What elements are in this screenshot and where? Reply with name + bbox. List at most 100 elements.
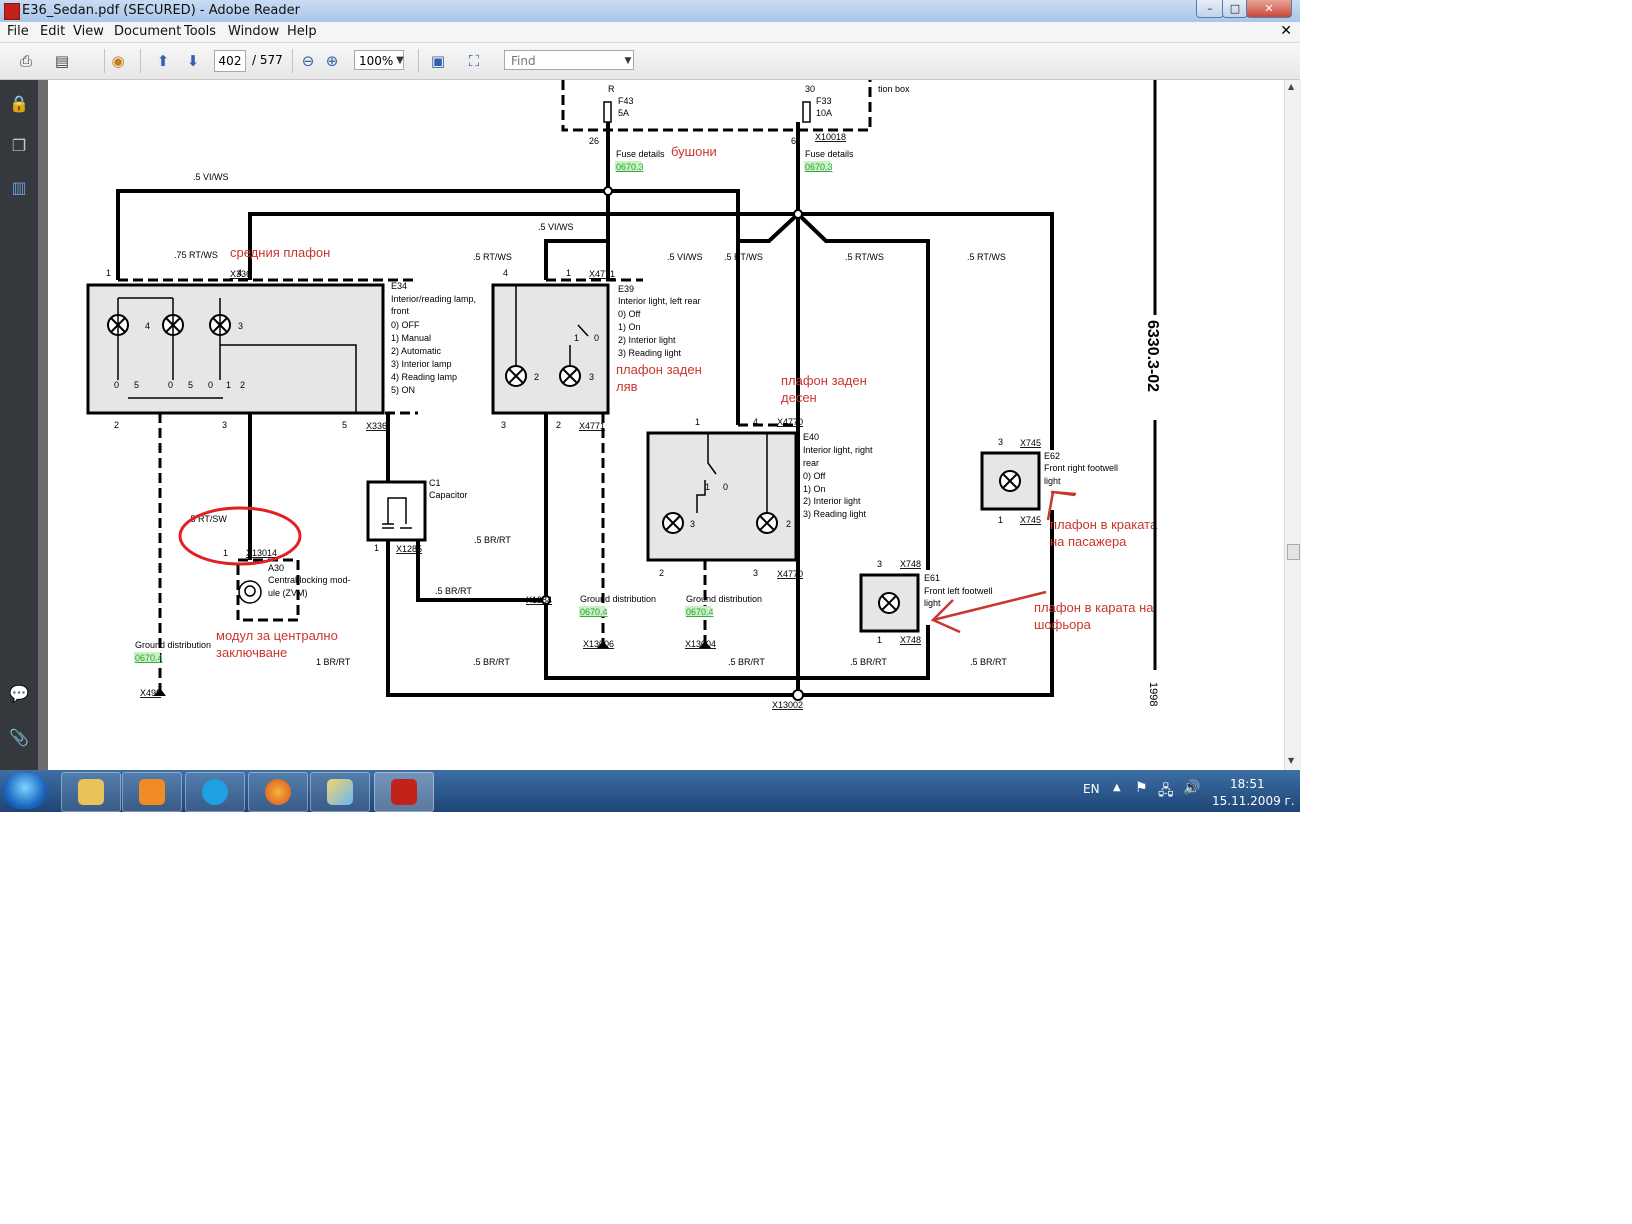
note-passenger-2: на пасажера (1050, 534, 1127, 549)
menu-document[interactable]: Document (114, 24, 182, 39)
menu-bar: File Edit View Document Tools Window Hel… (0, 22, 1300, 43)
note-locking-2: заключване (216, 645, 287, 660)
fit-width-icon[interactable]: ⛶ (468, 52, 480, 70)
bookmarks-icon[interactable]: ▥ (11, 178, 27, 197)
e40-pin3: 3 (753, 568, 758, 578)
e34-connector-bottom: X336 (366, 421, 387, 431)
e39-pin2: 2 (556, 420, 561, 430)
zoom-select[interactable]: 100% (354, 50, 404, 70)
next-page-icon[interactable]: ⬇ (186, 52, 200, 70)
maximize-button[interactable]: □ (1222, 0, 1248, 18)
e34-pin4: 4 (237, 268, 242, 278)
clock-time[interactable]: 18:51 (1230, 777, 1265, 791)
e62-desc1: Front right footwell (1044, 463, 1118, 473)
e34-lamp3-label: 3 (238, 321, 243, 331)
save-icon[interactable]: ▤ (54, 52, 70, 70)
start-button[interactable] (3, 773, 47, 809)
zoom-value: 100% (359, 54, 394, 68)
adobe-reader-window: E36_Sedan.pdf (SECURED) - Adobe Reader –… (0, 0, 1301, 812)
c1-connector: X1285 (396, 544, 422, 554)
vertical-scrollbar[interactable]: ▲ ▼ (1284, 80, 1301, 770)
menu-tools[interactable]: Tools (184, 24, 217, 39)
e62-name: E62 (1044, 451, 1060, 461)
previous-page-icon[interactable]: ⬆ (156, 52, 170, 70)
close-button[interactable]: ✕ (1246, 0, 1292, 18)
e39-connector: X4771 (589, 269, 615, 279)
note-middle: средния плафон (230, 245, 330, 260)
fuse2-rating: 10A (816, 108, 832, 118)
wire-br-rt-1: 1 BR/RT (316, 657, 351, 667)
close-document-button[interactable]: ✕ (1280, 23, 1292, 39)
note-right-rear-2: десен (781, 390, 817, 405)
wires (116, 122, 1054, 697)
e62-connector: X745 (1020, 438, 1041, 448)
menu-help[interactable]: Help (287, 24, 317, 39)
pages-icon[interactable]: ❐ (11, 136, 27, 155)
fuse2-details: Fuse details (805, 149, 854, 159)
language-indicator[interactable]: EN (1083, 782, 1100, 796)
e62-lamp (980, 451, 1041, 511)
pdf-page[interactable]: tion box R 30 F43 5A F33 10A 26 6 X10018… (48, 80, 1284, 770)
taskbar-skype[interactable] (185, 772, 245, 812)
fuse1-rating: 5A (618, 108, 629, 118)
e40-mode3: 3) Reading light (803, 509, 867, 519)
e34-sw-0a: 0 (114, 380, 119, 390)
taskbar-firefox[interactable] (248, 772, 308, 812)
taskbar-media-player[interactable] (122, 772, 182, 812)
toolbar-separator (292, 49, 293, 73)
taskbar-paint[interactable] (310, 772, 370, 812)
wire-br-rt-f: .5 BR/RT (970, 657, 1007, 667)
menu-file[interactable]: File (7, 24, 29, 39)
taskbar-explorer[interactable] (61, 772, 121, 812)
attachments-icon[interactable]: 📎 (9, 728, 29, 747)
c1-name: C1 (429, 478, 441, 488)
zoom-in-icon[interactable]: ⊕ (325, 52, 339, 70)
comments-icon[interactable]: 💬 (9, 684, 29, 703)
e39-pin4: 4 (503, 268, 508, 278)
zoom-out-icon[interactable]: ⊖ (301, 52, 315, 70)
action-center-flag-icon[interactable]: ⚑ (1135, 780, 1148, 796)
scroll-down-icon[interactable]: ▼ (1288, 756, 1295, 765)
e40-connector: X4770 (777, 417, 803, 427)
fuse2-pin-top: 30 (805, 84, 815, 94)
c1-pin: 1 (374, 543, 379, 553)
e40-connector-bottom: X4770 (777, 569, 803, 579)
navigation-panel: 🔒 ❐ ▥ 💬 📎 (0, 80, 38, 770)
print-icon[interactable]: ⎙ (19, 52, 32, 70)
clock-date[interactable]: 15.11.2009 г. (1212, 794, 1295, 808)
e34-sw-5b: 5 (188, 380, 193, 390)
scroll-up-icon[interactable]: ▲ (1288, 82, 1295, 91)
wiring-diagram: tion box R 30 F43 5A F33 10A 26 6 X10018… (86, 80, 1161, 710)
fit-page-icon[interactable]: ▣ (430, 52, 446, 70)
x13002-label: X13002 (772, 700, 803, 710)
minimize-button[interactable]: – (1196, 0, 1224, 18)
c1-capacitor (366, 480, 427, 542)
page-number-input[interactable]: 402 (214, 50, 246, 72)
menu-edit[interactable]: Edit (40, 24, 66, 39)
taskbar-adobe-reader[interactable] (374, 772, 434, 812)
e61-pin1: 1 (877, 635, 882, 645)
scroll-thumb[interactable] (1287, 544, 1300, 560)
menu-view[interactable]: View (73, 24, 104, 39)
e34-sw-2: 2 (240, 380, 245, 390)
e39-pin1: 1 (566, 268, 571, 278)
e61-name: E61 (924, 573, 940, 583)
ground-b-label: Ground distribution (580, 594, 656, 604)
tray-expand-icon[interactable]: ▲ (1113, 782, 1121, 793)
volume-icon[interactable]: 🔊 (1183, 780, 1201, 796)
note-driver-1: плафон в карата на (1034, 600, 1154, 615)
find-input[interactable]: Find (504, 50, 634, 70)
find-dropdown-icon[interactable]: ▼ (624, 56, 632, 66)
e40-mode2: 2) Interior light (803, 496, 861, 506)
media-player-icon (139, 779, 165, 805)
e34-sw-5a: 5 (134, 380, 139, 390)
menu-window[interactable]: Window (228, 24, 280, 39)
paint-icon (327, 779, 353, 805)
fuse1-pin-top: R (608, 84, 615, 94)
lock-icon[interactable]: 🔒 (9, 94, 29, 113)
wire-rt-ws-75: .75 RT/WS (174, 250, 218, 260)
network-icon[interactable]: 🖧 (1158, 783, 1174, 799)
e40-desc1: Interior light, right (803, 445, 873, 455)
zoom-dropdown-icon[interactable]: ▼ (396, 55, 404, 66)
share-icon[interactable]: ◉ (111, 52, 125, 70)
